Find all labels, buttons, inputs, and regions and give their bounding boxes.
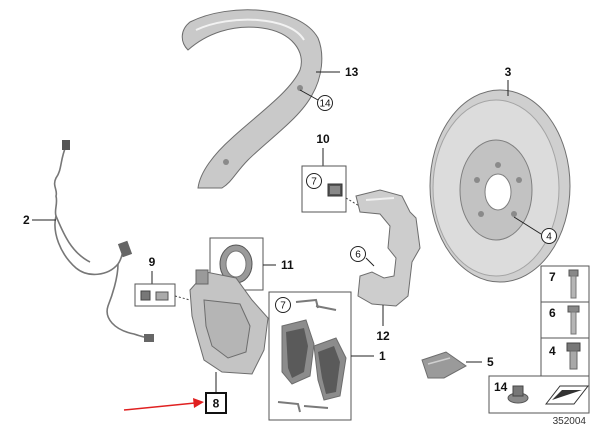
callout-circle-dust-shield-bolt bbox=[317, 95, 333, 111]
label-dust-shield[interactable]: 13 bbox=[345, 65, 359, 79]
brake-disc[interactable] bbox=[429, 89, 571, 283]
bolt-icon[interactable] bbox=[568, 269, 579, 299]
label-caliper-seal[interactable]: 11 bbox=[281, 258, 294, 272]
label-caliper-bolt[interactable]: 10 bbox=[316, 132, 330, 146]
wear-sensor-connector bbox=[62, 140, 70, 150]
label-wear-sensor[interactable]: 2 bbox=[23, 213, 30, 227]
collar-screw-icon[interactable] bbox=[566, 342, 581, 370]
flange-bolt-icon[interactable] bbox=[507, 385, 529, 404]
bleeder-valve-box bbox=[134, 283, 176, 307]
label-carrier-screw[interactable]: 6 bbox=[355, 250, 361, 261]
caliper-carrier[interactable] bbox=[355, 189, 421, 307]
caliper-bolt-box bbox=[301, 165, 347, 213]
caliper-highlight-box bbox=[205, 392, 227, 414]
label-bleeder-valve[interactable]: 9 bbox=[149, 255, 156, 269]
highlight-arrow bbox=[123, 402, 196, 411]
label-caliper-bolt-ref[interactable]: 7 bbox=[311, 177, 317, 188]
brake-pads[interactable] bbox=[281, 319, 347, 401]
bleeder-valve[interactable] bbox=[140, 290, 169, 301]
scale-arrow-icon bbox=[544, 385, 590, 405]
legend-number-4[interactable]: 4 bbox=[549, 344, 556, 358]
legend-number-6[interactable]: 6 bbox=[549, 306, 556, 320]
label-brake-disc[interactable]: 3 bbox=[505, 65, 512, 79]
grease-pack[interactable] bbox=[421, 351, 467, 379]
brake-caliper[interactable] bbox=[189, 269, 269, 375]
label-pad-set-ref[interactable]: 7 bbox=[280, 301, 286, 312]
label-disc-screw[interactable]: 4 bbox=[546, 232, 552, 243]
diagram-reference-number: 352004 bbox=[553, 416, 587, 427]
pad-springs bbox=[277, 298, 337, 413]
torx-bolt-icon[interactable] bbox=[567, 305, 580, 335]
caliper-seal[interactable] bbox=[219, 244, 253, 284]
caliper-bolt[interactable] bbox=[327, 183, 343, 197]
label-dust-shield-bolt[interactable]: 14 bbox=[319, 99, 331, 110]
legend-number-7[interactable]: 7 bbox=[549, 270, 556, 284]
label-brake-caliper[interactable]: 8 bbox=[213, 397, 220, 411]
label-grease[interactable]: 5 bbox=[487, 355, 494, 369]
dust-shield[interactable] bbox=[181, 9, 323, 189]
highlight-arrow-head bbox=[193, 398, 204, 408]
wear-sensor[interactable] bbox=[53, 145, 151, 339]
label-pad-set[interactable]: 1 bbox=[379, 349, 386, 363]
label-caliper-carrier[interactable]: 12 bbox=[376, 329, 390, 343]
legend-number-14[interactable]: 14 bbox=[494, 380, 508, 394]
